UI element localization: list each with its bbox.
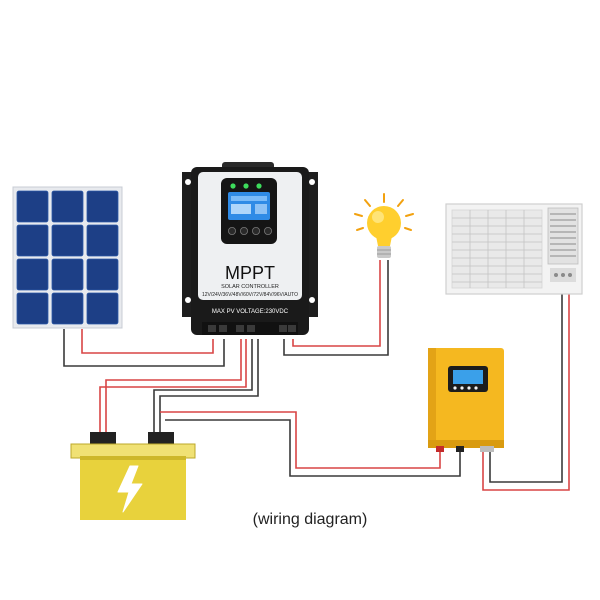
- wire-battery-black: [159, 339, 259, 435]
- led-green-3: [256, 183, 262, 189]
- wire-bulb-red: [292, 260, 381, 347]
- controller-button-3: [251, 226, 260, 235]
- light-bulb: [354, 193, 414, 258]
- wire-battery-red-2: [105, 339, 242, 435]
- inverter: [428, 348, 504, 452]
- solar-cells: [16, 190, 119, 325]
- wire-inverter-black: [165, 419, 461, 477]
- battery-terminal-neg: [90, 432, 116, 446]
- mppt-controller: MPPT SOLAR CONTROLLER 12V/24V/36V/48V/60…: [182, 162, 318, 335]
- ac-right-louver: [547, 207, 579, 265]
- ac-left-grille: [451, 209, 543, 289]
- led-green-2: [243, 183, 249, 189]
- bulb-glass: [367, 206, 401, 240]
- wire-inverter-red: [160, 411, 441, 469]
- lightning-bolt-icon: [117, 465, 143, 513]
- controller-max-voltage: MAX PV VOLTAGE:230VDC: [212, 309, 289, 315]
- wire-solar-black: [63, 329, 225, 367]
- wire-battery-black-2: [153, 339, 253, 435]
- wires: [63, 260, 570, 491]
- ac-grille-vents: [452, 210, 542, 288]
- controller-button-2: [239, 226, 248, 235]
- battery-lid: [70, 443, 196, 459]
- controller-voltages: 12V/24V/36V/48V/60V/72V/84V/96V/AUTO: [202, 292, 298, 298]
- bulb-base: [377, 246, 391, 258]
- inverter-lcd: [453, 370, 483, 384]
- diagram-caption: (wiring diagram): [252, 511, 368, 528]
- wire-ac-black: [489, 294, 563, 483]
- air-conditioner: [445, 203, 583, 295]
- wire-solar-red: [81, 329, 214, 354]
- battery-terminal-pos: [148, 432, 174, 446]
- wire-bulb-black: [283, 260, 389, 356]
- wire-ac-red: [482, 294, 570, 491]
- led-green-1: [230, 183, 236, 189]
- wire-battery-red: [99, 339, 247, 435]
- inverter-terminal-red: [436, 446, 444, 452]
- inverter-terminal-black: [456, 446, 464, 452]
- battery: [70, 432, 196, 520]
- inverter-base: [428, 440, 504, 448]
- controller-subtitle: SOLAR CONTROLLER: [221, 284, 279, 290]
- controller-button-1: [227, 226, 236, 235]
- controller-title: MPPT: [225, 263, 275, 283]
- bulb-rays: [354, 193, 414, 231]
- inverter-body: [428, 348, 504, 446]
- inverter-ac-out: [480, 446, 494, 452]
- solar-panel: [12, 186, 123, 329]
- controller-bottom-strip: [198, 303, 302, 317]
- controller-button-4: [263, 226, 272, 235]
